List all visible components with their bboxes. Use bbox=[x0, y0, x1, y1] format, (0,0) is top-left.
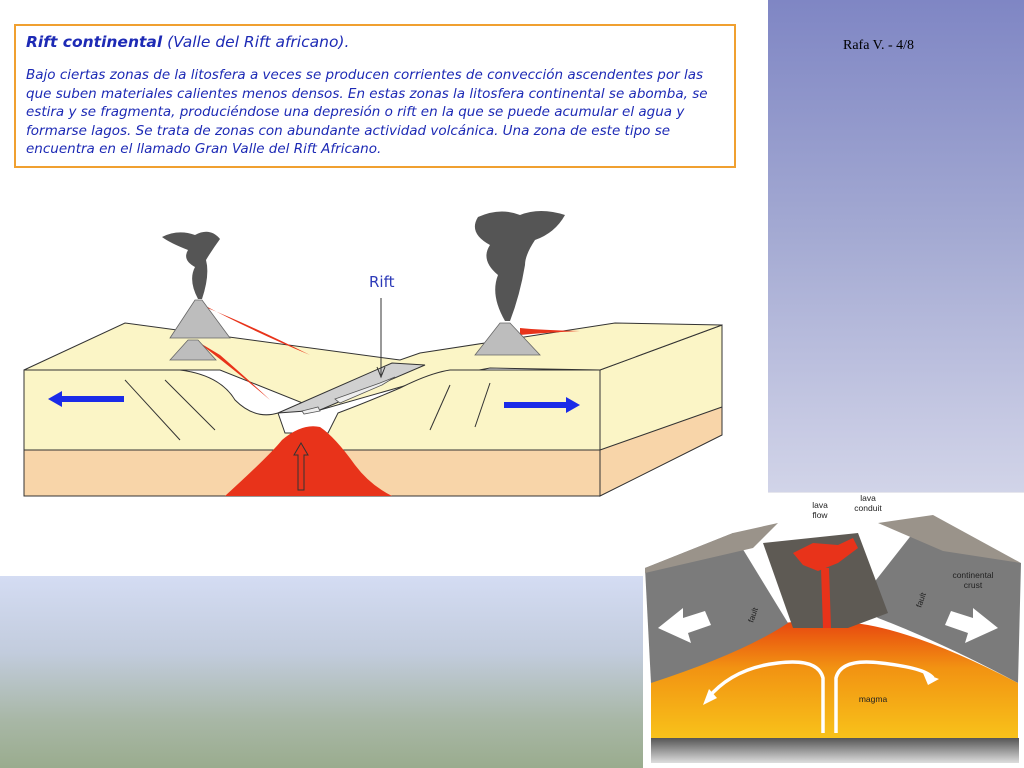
smoke-plume-left bbox=[162, 232, 220, 299]
rift-block-diagram bbox=[20, 205, 725, 500]
rift-valley-illustration: lava flow lava conduit continental crust… bbox=[643, 493, 1024, 768]
volcano-left-upper bbox=[170, 300, 230, 338]
magma-label: magma bbox=[859, 694, 888, 704]
lava-flow-label: lava bbox=[812, 500, 828, 510]
lava-conduit-label: lava bbox=[860, 493, 876, 503]
heading-bold: Rift continental bbox=[26, 33, 162, 51]
description: Bajo ciertas zonas de la litosfera a vec… bbox=[26, 66, 724, 159]
text-box: Rift continental (Valle del Rift african… bbox=[14, 24, 736, 168]
lava-flow-label-2: flow bbox=[812, 510, 828, 520]
rift-label: Rift bbox=[369, 273, 395, 291]
continental-crust-label-2: crust bbox=[964, 580, 983, 590]
heading: Rift continental (Valle del Rift african… bbox=[26, 32, 724, 52]
heading-rest: (Valle del Rift africano). bbox=[162, 33, 349, 51]
continental-crust-label: continental bbox=[952, 570, 993, 580]
slide-credit: Rafa V. - 4/8 bbox=[843, 38, 914, 54]
smoke-plume-right bbox=[475, 211, 565, 321]
lava-conduit-label-2: conduit bbox=[854, 503, 882, 513]
block-shadow bbox=[651, 738, 1019, 763]
